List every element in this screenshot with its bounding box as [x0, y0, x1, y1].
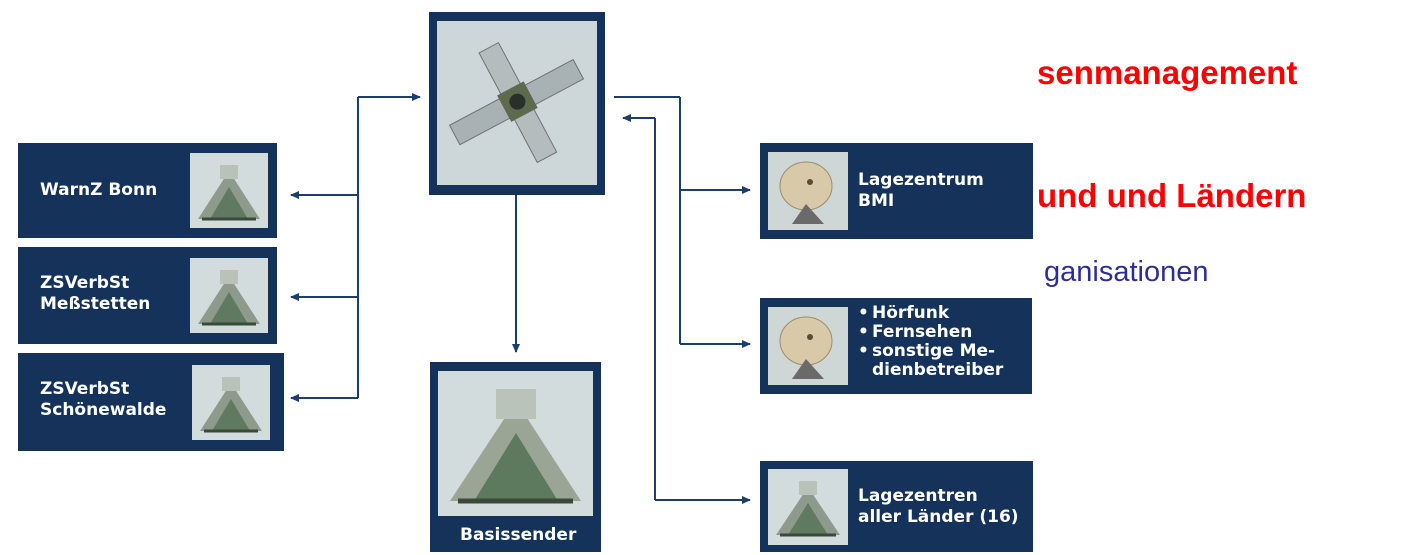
slide-subtitle: ganisationen — [1044, 256, 1209, 288]
node-satellite — [429, 12, 605, 195]
slide-title-line1: senmanagement — [1037, 54, 1298, 91]
node-basissender: Basissender — [430, 362, 601, 552]
building-icon — [768, 469, 848, 545]
node-label: ZSVerbSt Meßstetten — [40, 273, 151, 314]
node-zsverbst-schoenewalde: ZSVerbSt Schönewalde — [18, 353, 284, 451]
node-label: Lagezentrum BMI — [858, 170, 984, 211]
media-item-fernsehen: Fernsehen — [858, 323, 1003, 343]
node-warnz-bonn: WarnZ Bonn — [18, 143, 277, 238]
building-icon — [438, 371, 593, 516]
building-icon — [190, 153, 268, 228]
node-zsverbst-messstetten: ZSVerbSt Meßstetten — [18, 247, 277, 344]
node-lagezentren-laender: Lagezentren aller Länder (16) — [760, 461, 1033, 552]
node-label: Basissender — [460, 525, 577, 545]
building-icon — [192, 365, 270, 440]
node-label: ZSVerbSt Schönewalde — [40, 379, 167, 420]
node-lagezentrum-bmi: Lagezentrum BMI — [760, 143, 1033, 239]
slide-title-line2: und und Ländern — [1037, 177, 1307, 214]
media-list: Hörfunk Fernsehen sonstige Me- dienbetre… — [858, 304, 1003, 380]
media-item-sonstige: sonstige Me- dienbetreiber — [858, 342, 1003, 380]
building-icon — [190, 258, 268, 333]
satellite-dish-icon — [768, 307, 848, 385]
satellite-dish-icon — [768, 152, 848, 230]
node-label: WarnZ Bonn — [40, 180, 158, 200]
satellite-icon — [437, 21, 597, 185]
media-item-hoerfunk: Hörfunk — [858, 304, 1003, 324]
node-label: Lagezentren aller Länder (16) — [858, 486, 1019, 527]
node-medien: Hörfunk Fernsehen sonstige Me- dienbetre… — [760, 298, 1032, 394]
